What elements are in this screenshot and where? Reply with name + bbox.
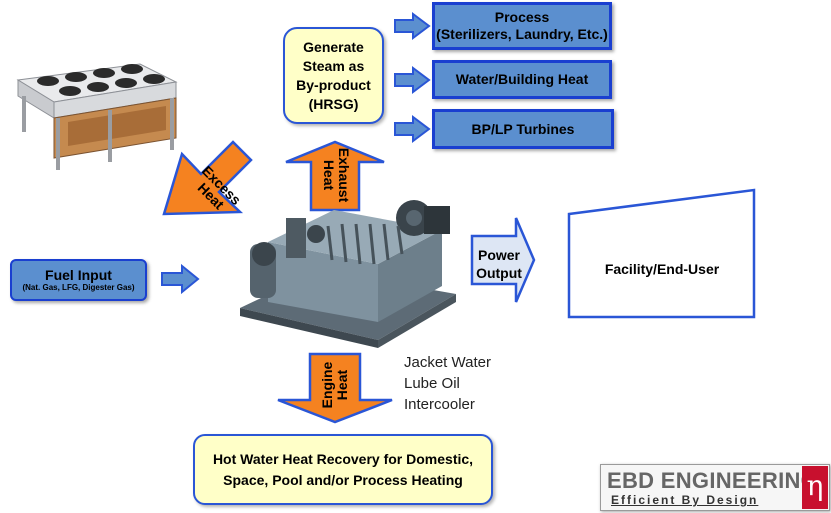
radiator-cooler-image <box>16 63 178 170</box>
ebd-engineering-logo: EBD ENGINEERING Efficient By Design η <box>600 464 830 511</box>
engine-heat-sources-list: Jacket Water Lube Oil Intercooler <box>404 352 514 415</box>
bp-lp-turbines-box: BP/LP Turbines <box>432 109 614 149</box>
logo-eta-mark: η <box>802 466 828 509</box>
arrow-to-turbines <box>394 115 431 143</box>
logo-tagline: Efficient By Design <box>611 493 759 507</box>
engine-heat-label: Engine Heat <box>319 361 350 409</box>
arrow-to-water-heat <box>394 66 431 94</box>
arrow-fuel-to-engine <box>161 264 200 294</box>
facility-end-user-shape <box>567 188 756 319</box>
process-box: Process (Sterilizers, Laundry, Etc.) <box>432 2 612 50</box>
note-jacket-water: Jacket Water <box>404 354 491 371</box>
facility-end-user-label: Facility/End-User <box>604 261 720 277</box>
engine-heat-arrow <box>277 352 393 424</box>
fuel-input-box: Fuel Input (Nat. Gas, LFG, Digester Gas) <box>10 259 147 301</box>
hot-water-recovery-box: Hot Water Heat Recovery for Domestic, Sp… <box>193 434 493 505</box>
power-output-arrow <box>470 217 536 303</box>
note-lube-oil: Lube Oil <box>404 375 460 392</box>
exhaust-heat-arrow <box>285 140 385 212</box>
power-output-label: Power Output <box>476 247 522 281</box>
engine-generator-image <box>240 200 456 348</box>
logo-name: EBD ENGINEERING <box>607 468 819 493</box>
water-building-heat-box: Water/Building Heat <box>432 60 612 99</box>
arrow-to-process <box>394 12 431 40</box>
note-intercooler: Intercooler <box>404 396 475 413</box>
excess-heat-arrow <box>162 140 253 216</box>
generate-steam-box: Generate Steam as By-product (HRSG) <box>283 27 384 124</box>
